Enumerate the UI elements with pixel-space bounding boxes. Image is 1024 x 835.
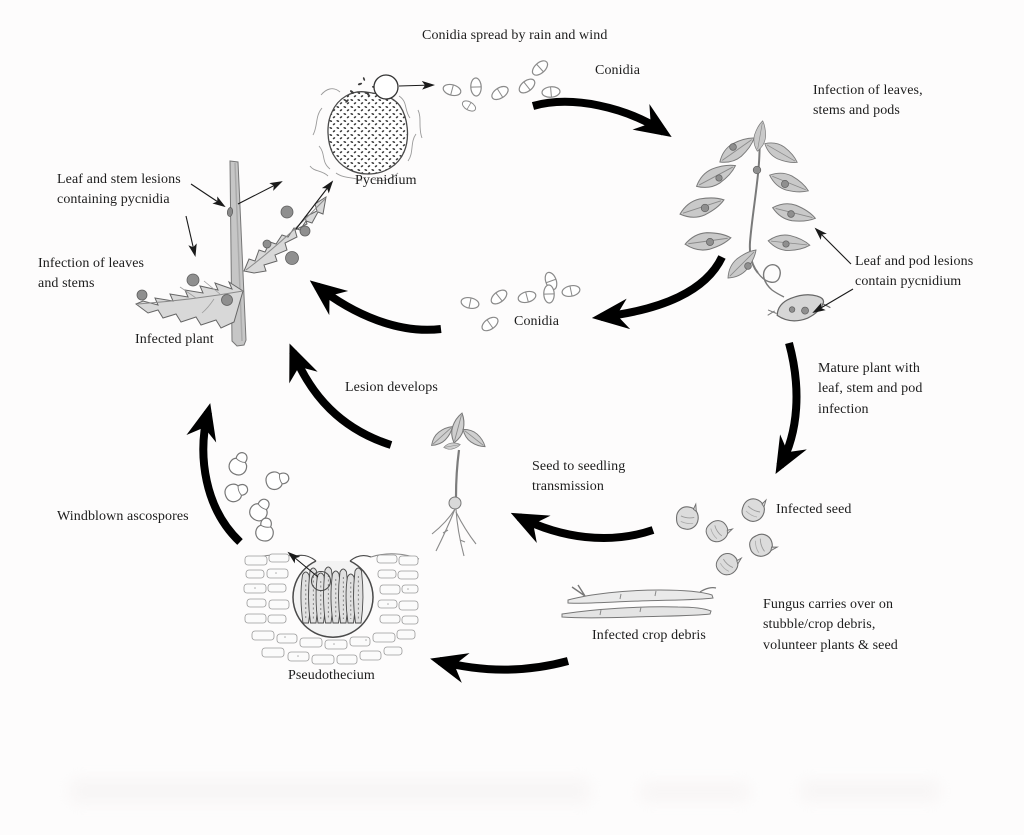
arrow-leaf-to-conidia	[591, 255, 726, 330]
asci-bundle	[300, 566, 364, 624]
ghost-smudge	[800, 780, 940, 802]
seedling-illustration	[427, 411, 489, 557]
infected-plant-illustration	[135, 160, 334, 347]
arrow-mature-plant-to-seed	[775, 341, 807, 475]
ascus-magnifier-circle-icon	[310, 570, 332, 592]
label-infection-leaves-stems-pods: Infection of leaves, stems and pods	[813, 83, 923, 119]
pointer-to-pod-lesion-icon	[812, 288, 854, 314]
arrow-conidia-to-infection	[531, 97, 672, 138]
label-infected-crop-debris: Infected crop debris	[592, 628, 706, 643]
infected-compound-leaf-illustration	[676, 119, 854, 322]
label-fungus-carryover: Fungus carries over on stubble/crop debr…	[763, 597, 898, 653]
ghost-smudge	[70, 778, 590, 804]
ghost-smudge	[640, 782, 750, 802]
arrow-lesion-develops	[289, 343, 393, 449]
label-lesion-develops: Lesion develops	[345, 380, 438, 395]
label-conidia-spread: Conidia spread by rain and wind	[422, 28, 608, 43]
leaf-lesion-spots	[700, 143, 795, 270]
label-conidia-top: Conidia	[595, 63, 641, 78]
pointer-to-leaf-lesion-icon	[814, 227, 852, 265]
label-windblown-ascospores: Windblown ascospores	[57, 509, 189, 524]
label-leaf-pod-lesions: Leaf and pod lesions contain pycnidium	[855, 254, 974, 290]
label-infected-plant: Infected plant	[135, 332, 214, 347]
label-seed-to-seedling: Seed to seedling transmission	[532, 459, 626, 495]
infected-pod-illustration	[767, 294, 831, 322]
label-mature-plant: Mature plant with leaf, stem and pod inf…	[818, 361, 923, 417]
crop-debris-illustration	[561, 584, 717, 619]
arrow-conidia-to-plant	[309, 280, 442, 334]
tendril	[757, 264, 785, 298]
label-conidia-center: Conidia	[514, 314, 560, 329]
label-infection-leaves-stems: Infection of leaves and stems	[38, 256, 145, 292]
pointer-stem-to-pycnidium-icon	[237, 181, 283, 205]
ascospores-illustration	[222, 448, 292, 543]
pointer-to-leaf-icon	[185, 215, 197, 257]
arrow-debris-to-pseudothecium	[430, 653, 570, 683]
pointer-to-stem-lesion-icon	[190, 183, 226, 208]
arrow-windblown-ascospores	[186, 403, 243, 545]
pointer-ascospore-release-icon	[287, 551, 319, 578]
pycnidium-illustration	[309, 74, 435, 182]
magnifier-arrow-icon	[398, 81, 435, 90]
label-infected-seed: Infected seed	[776, 502, 852, 517]
pseudothecium-illustration	[243, 551, 420, 665]
label-pseudothecium: Pseudothecium	[288, 668, 375, 683]
infected-seeds-illustration	[672, 498, 779, 579]
pointer-leaf-to-pycnidium-icon	[295, 180, 334, 230]
arrow-seed-to-seedling	[510, 512, 655, 544]
label-pycnidium: Pycnidium	[355, 173, 417, 188]
magnifier-circle-icon	[373, 74, 399, 100]
label-leaf-stem-lesions: Leaf and stem lesions containing pycnidi…	[57, 172, 181, 208]
